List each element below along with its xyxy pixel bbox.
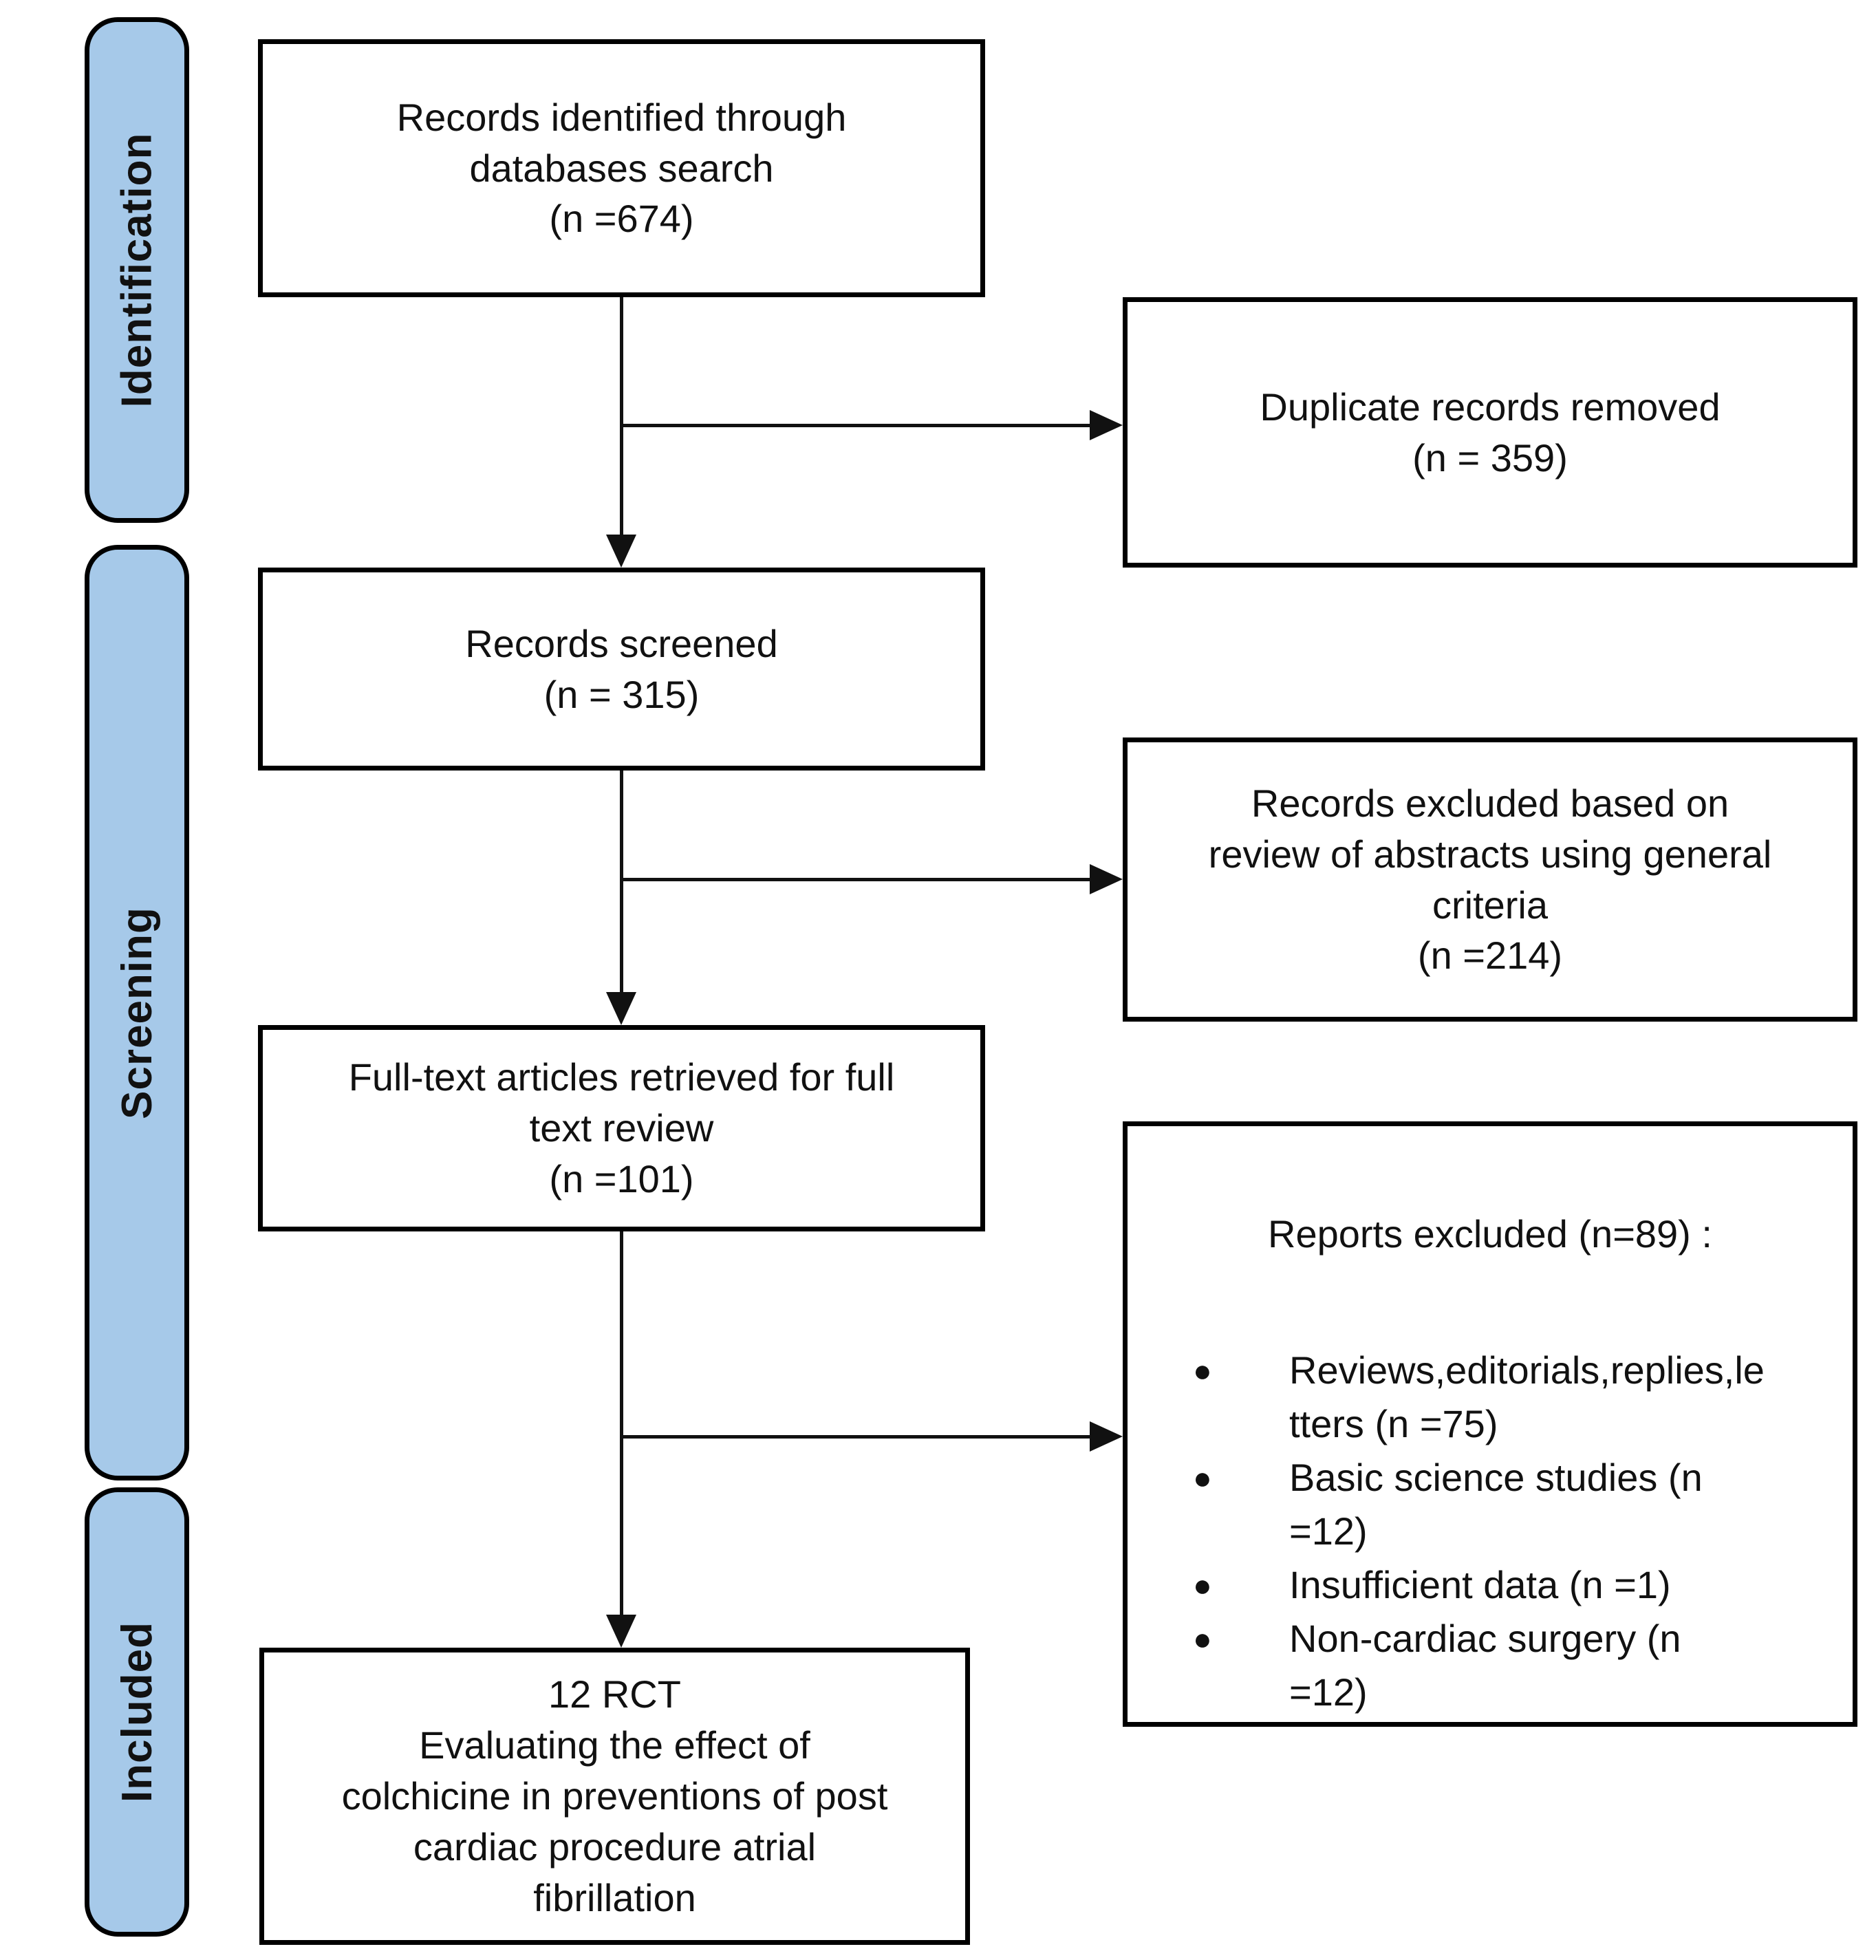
stage-label-screening: Screening: [113, 906, 161, 1119]
list-item: ● Reviews,editorials,replies,le tters (n…: [1193, 1344, 1829, 1451]
connector-fulltext-to-included: [620, 1231, 623, 1617]
arrowhead-down-screened: [606, 535, 636, 568]
stage-screening: Screening: [85, 545, 189, 1480]
connector-to-records-excluded: [621, 878, 1092, 881]
reports-excluded-heading: Reports excluded (n=89) :: [1268, 1212, 1712, 1256]
box-records-screened: Records screened (n = 315): [258, 568, 985, 771]
connector-screened-to-fulltext: [620, 771, 623, 993]
arrowhead-right-reports-excluded: [1090, 1421, 1123, 1452]
list-item-text: Reviews,editorials,replies,le tters (n =…: [1289, 1348, 1765, 1445]
list-item: ● Basic science studies (n =12): [1193, 1451, 1829, 1558]
box-fulltext-retrieved: Full-text articles retrieved for full te…: [258, 1025, 985, 1231]
list-item: ● Non-cardiac surgery (n =12): [1193, 1612, 1829, 1719]
list-item: ● Insufficient data (n =1): [1193, 1558, 1829, 1612]
bullet-icon: ●: [1193, 1460, 1212, 1496]
arrowhead-down-included: [606, 1615, 636, 1648]
list-item-text: Insufficient data (n =1): [1289, 1563, 1671, 1606]
box-records-excluded-abstract: Records excluded based on review of abst…: [1123, 737, 1857, 1022]
reports-excluded-list: ● Reviews,editorials,replies,le tters (n…: [1152, 1344, 1829, 1719]
connector-identified-to-screened: [620, 297, 623, 537]
connector-to-reports-excluded: [621, 1435, 1092, 1439]
list-item-text: Basic science studies (n =12): [1289, 1456, 1703, 1553]
bullet-icon: ●: [1193, 1353, 1212, 1388]
box-duplicates-removed: Duplicate records removed (n = 359): [1123, 297, 1857, 568]
stage-identification: Identification: [85, 17, 189, 523]
list-item-text: Non-cardiac surgery (n =12): [1289, 1617, 1681, 1714]
bullet-icon: ●: [1193, 1567, 1212, 1603]
arrowhead-right-records-excluded: [1090, 864, 1123, 894]
box-records-identified: Records identified through databases sea…: [258, 39, 985, 297]
connector-to-duplicates-removed: [621, 424, 1092, 427]
arrowhead-right-duplicates: [1090, 410, 1123, 440]
arrowhead-down-fulltext: [606, 992, 636, 1025]
box-included-rct: 12 RCT Evaluating the effect of colchici…: [259, 1648, 970, 1945]
bullet-icon: ●: [1193, 1621, 1212, 1657]
stage-included: Included: [85, 1487, 189, 1937]
box-reports-excluded: Reports excluded (n=89) : ● Reviews,edit…: [1123, 1121, 1857, 1727]
stage-label-included: Included: [113, 1622, 161, 1802]
stage-label-identification: Identification: [113, 132, 161, 408]
